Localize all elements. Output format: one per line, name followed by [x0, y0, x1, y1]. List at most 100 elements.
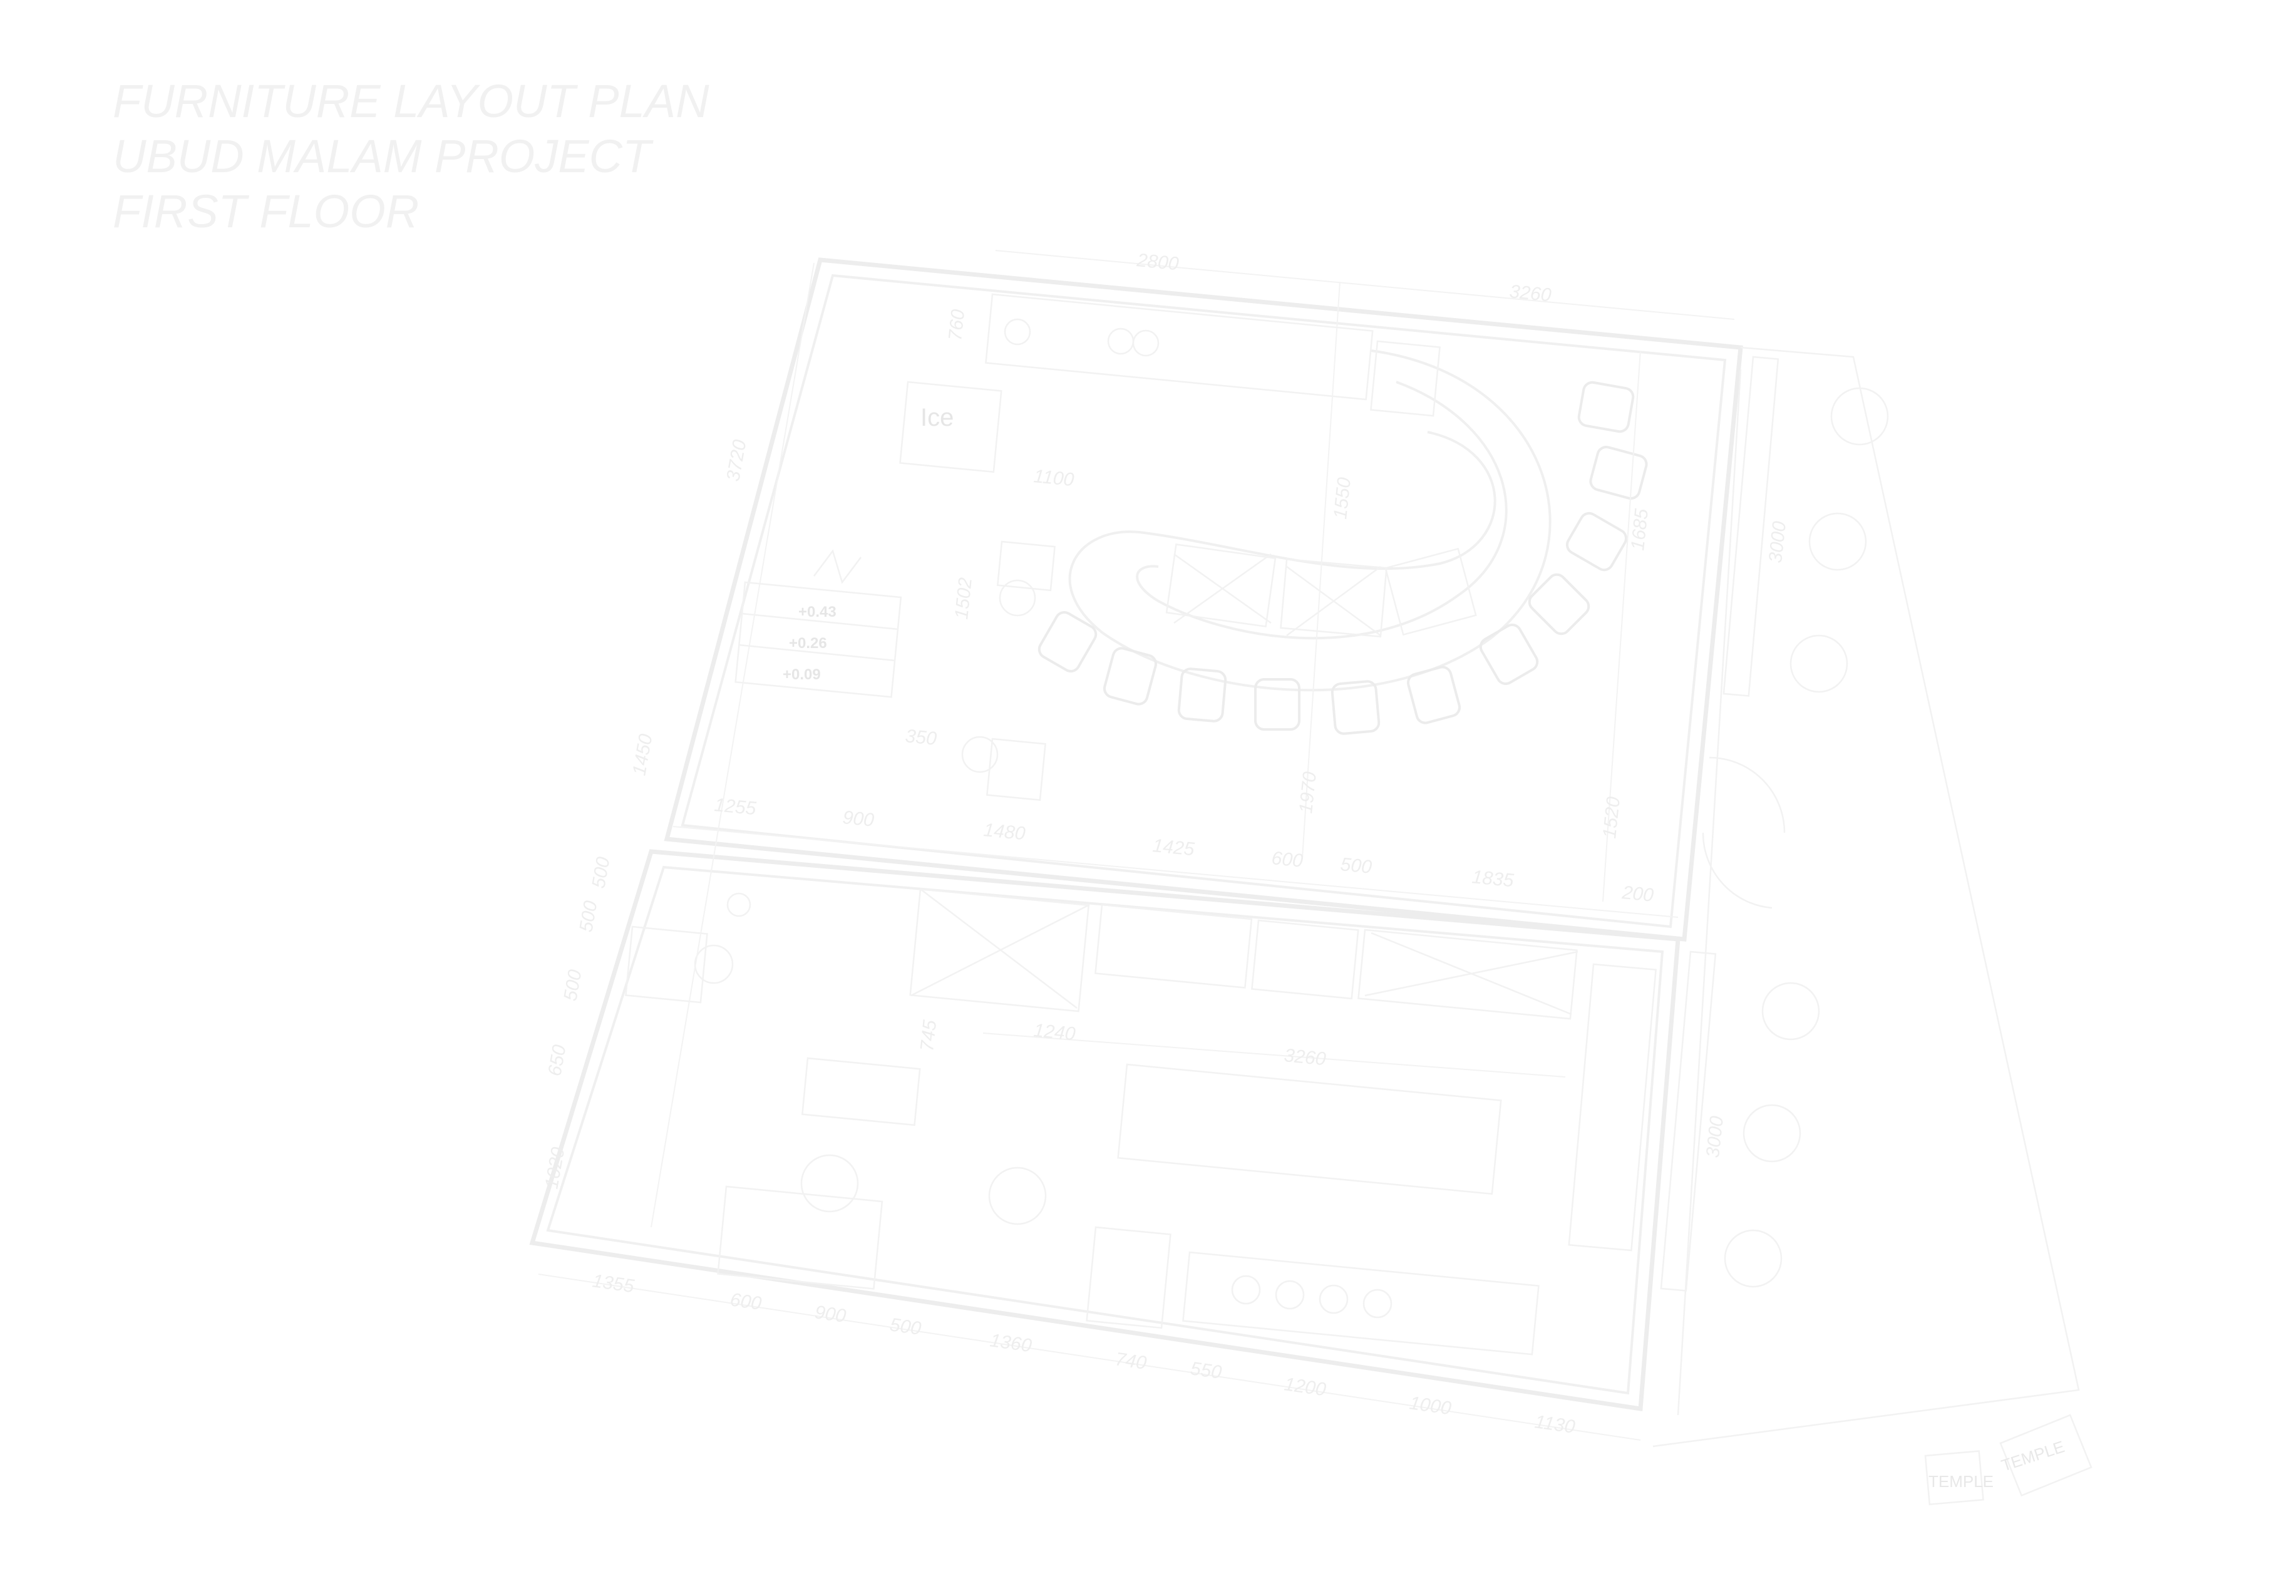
column: [1743, 1104, 1801, 1163]
staff-person: [999, 579, 1036, 617]
bar-counter: [1068, 349, 1552, 692]
door-swing: [1709, 756, 1786, 833]
window-lower: [1660, 950, 1717, 1292]
cabinet: [1280, 558, 1387, 638]
terrace-columns: [1724, 387, 1889, 1288]
column: [1808, 512, 1867, 571]
break-line: [813, 549, 862, 584]
burner: [1275, 1280, 1305, 1310]
dim-label: 3260: [1508, 281, 1552, 306]
kitchen-counter: [909, 888, 1090, 1012]
temple-label-2: TEMPLE: [1999, 1437, 2067, 1475]
dim-line: [538, 1274, 1641, 1441]
dim-label: 740: [1114, 1349, 1148, 1374]
dimension-lines: [538, 250, 1735, 1441]
temple-label-1: TEMPLE: [1928, 1472, 1994, 1491]
sink-bowl: [1004, 318, 1031, 346]
fridge: [625, 925, 708, 1004]
column: [1761, 982, 1820, 1041]
dim-label: 1970: [1295, 771, 1320, 815]
column: [1724, 1229, 1783, 1288]
counter-cross: [1364, 950, 1578, 997]
burner: [1362, 1289, 1393, 1319]
project-name: UBUD MALAM PROJECT: [113, 130, 651, 182]
dim-label: 500: [888, 1314, 922, 1339]
dim-label: 745: [917, 1019, 940, 1053]
center-island: [1117, 1063, 1502, 1195]
dim-label: 1550: [1330, 476, 1355, 520]
sink-bowl: [1107, 327, 1135, 355]
prep-table: [801, 1057, 921, 1126]
dim-label: 500: [588, 855, 614, 890]
dim-line: [651, 262, 815, 1228]
dim-label: 3260: [1283, 1045, 1327, 1069]
dim-label: 1360: [989, 1330, 1033, 1356]
column: [1830, 387, 1889, 446]
dim-label: 1000: [1408, 1393, 1453, 1419]
bar-seat: [1565, 512, 1628, 572]
dim-line: [1602, 350, 1641, 902]
stove-range: [1182, 1251, 1540, 1356]
bar-seat: [1177, 667, 1227, 723]
dim-label: 1520: [1599, 796, 1624, 840]
dim-label: 900: [842, 807, 875, 831]
column: [1789, 634, 1848, 693]
dim-label: 650: [544, 1043, 570, 1078]
upper-room-inner-wall: [681, 274, 1727, 929]
counter-cross: [910, 904, 1090, 997]
dim-label: 1425: [1151, 835, 1195, 860]
kitchen-counter: [1251, 919, 1359, 1000]
temple-box-1: [1924, 1450, 1984, 1506]
temple-box-2: [1999, 1414, 2093, 1497]
pos-station: [986, 738, 1046, 801]
burner: [1231, 1275, 1261, 1305]
window-upper: [1722, 356, 1779, 697]
bar-seat: [1479, 623, 1539, 686]
counter-cross: [920, 888, 1078, 1009]
drain: [726, 892, 751, 917]
level-label: +0.26: [789, 635, 827, 652]
pos-station: [996, 540, 1056, 592]
ice-label: Ice: [920, 404, 954, 431]
burner: [1319, 1284, 1349, 1314]
dim-label: 1835: [1471, 867, 1515, 891]
cabinet: [1384, 547, 1477, 636]
kitchen-fixtures: [625, 888, 1657, 1356]
dim-label: 1020: [541, 1145, 569, 1190]
ice-box: [899, 381, 1002, 473]
bar-seat: [1254, 678, 1300, 731]
kitchen-counter: [1357, 929, 1578, 1020]
dim-label: 1255: [713, 795, 757, 819]
dim-label: 900: [813, 1302, 847, 1327]
staff-person: [988, 1166, 1047, 1225]
cabinet-cross: [1173, 553, 1272, 624]
level-label: +0.09: [783, 666, 821, 683]
dim-label: 1450: [629, 732, 656, 777]
upper-room-wall: [664, 257, 1743, 942]
sink-unit: [1370, 340, 1441, 417]
plan-group: TEMPLE TEMPLE: [529, 250, 2093, 1506]
bar-seat: [1103, 647, 1158, 706]
kitchen-cabinet: [1086, 1226, 1171, 1329]
staff-person: [694, 944, 734, 984]
dim-label: 1355: [591, 1270, 636, 1297]
plan-title: FURNITURE LAYOUT PLAN: [113, 75, 709, 127]
bar-seat: [1528, 573, 1590, 636]
dim-label: 1130: [1533, 1411, 1577, 1438]
dim-label: 3000: [1765, 520, 1790, 564]
dim-line: [672, 826, 1679, 918]
lower-room-wall: [529, 849, 1681, 1412]
right-cabinet: [1568, 963, 1657, 1252]
stairs: +0.43 +0.26 +0.09: [734, 549, 902, 698]
dim-label: 1100: [1032, 466, 1075, 490]
dim-label: 350: [904, 726, 937, 749]
dim-label: 1200: [1283, 1374, 1327, 1400]
dim-label: 500: [560, 968, 585, 1002]
dim-label: 1480: [982, 820, 1026, 844]
dim-label: 1502: [951, 577, 976, 620]
sink-bowl: [1132, 329, 1160, 357]
dim-label: 1685: [1627, 508, 1652, 552]
dim-label: 600: [729, 1289, 763, 1314]
dim-line: [982, 1032, 1566, 1078]
